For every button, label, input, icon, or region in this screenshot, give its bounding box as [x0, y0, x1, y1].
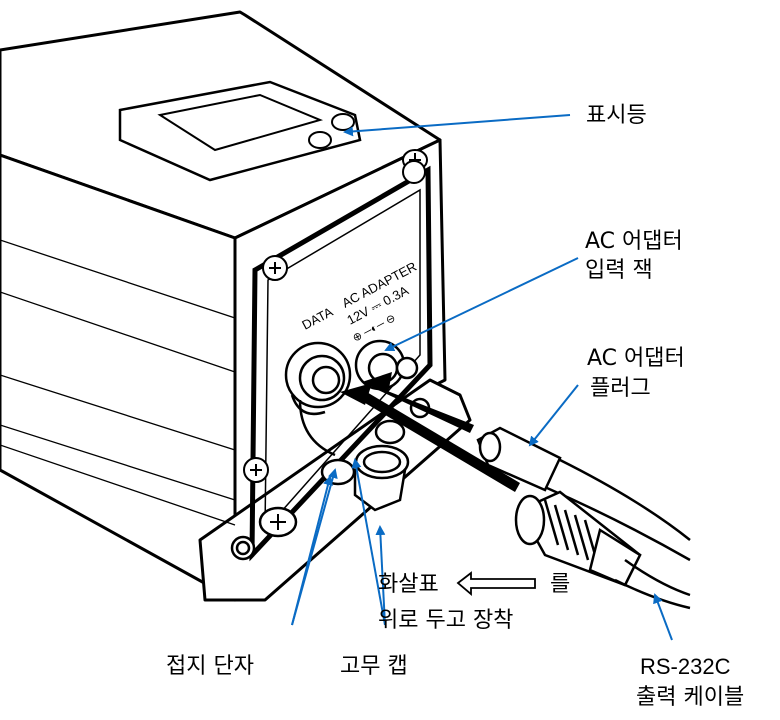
label-ac-jack-line2: 입력 잭: [585, 258, 653, 283]
label-rs232-line2: 출력 케이블: [636, 685, 745, 710]
leader-cap-2: [375, 525, 386, 626]
label-arrow-note-line2: 위로 두고 장착: [378, 608, 514, 633]
top-display: [118, 80, 362, 182]
leader-rs232: [653, 593, 673, 641]
label-rubber-cap: 고무 캡: [340, 654, 408, 679]
rubber-cap: [298, 399, 410, 512]
rs232-connector: [514, 490, 691, 610]
label-rs232-line1: RS-232C: [640, 654, 731, 679]
side-panel-lines: [0, 239, 236, 526]
label-ground-terminal: 접지 단자: [166, 654, 254, 679]
insertion-arrows: [340, 372, 520, 492]
front-plate: [243, 160, 433, 562]
hollow-arrow-icon: [456, 571, 536, 596]
label-ac-jack-line1: AC 어댑터: [585, 229, 683, 254]
label-ac-plug-line2: 플러그: [590, 376, 651, 401]
leader-indicator: [343, 114, 571, 137]
leader-lines: [291, 114, 673, 641]
leader-ac-jack: [384, 257, 579, 352]
leader-ac-plug: [528, 384, 579, 447]
leader-ground-2: [291, 468, 338, 626]
label-arrow-note-part1: 화살표: [378, 572, 439, 597]
leader-cap-1: [351, 458, 386, 626]
data-connector: [284, 341, 352, 416]
label-ac-plug-line1: AC 어댑터: [587, 346, 685, 371]
label-arrow-note-part2: 를: [550, 572, 571, 597]
label-indicator: 표시등: [586, 103, 647, 128]
